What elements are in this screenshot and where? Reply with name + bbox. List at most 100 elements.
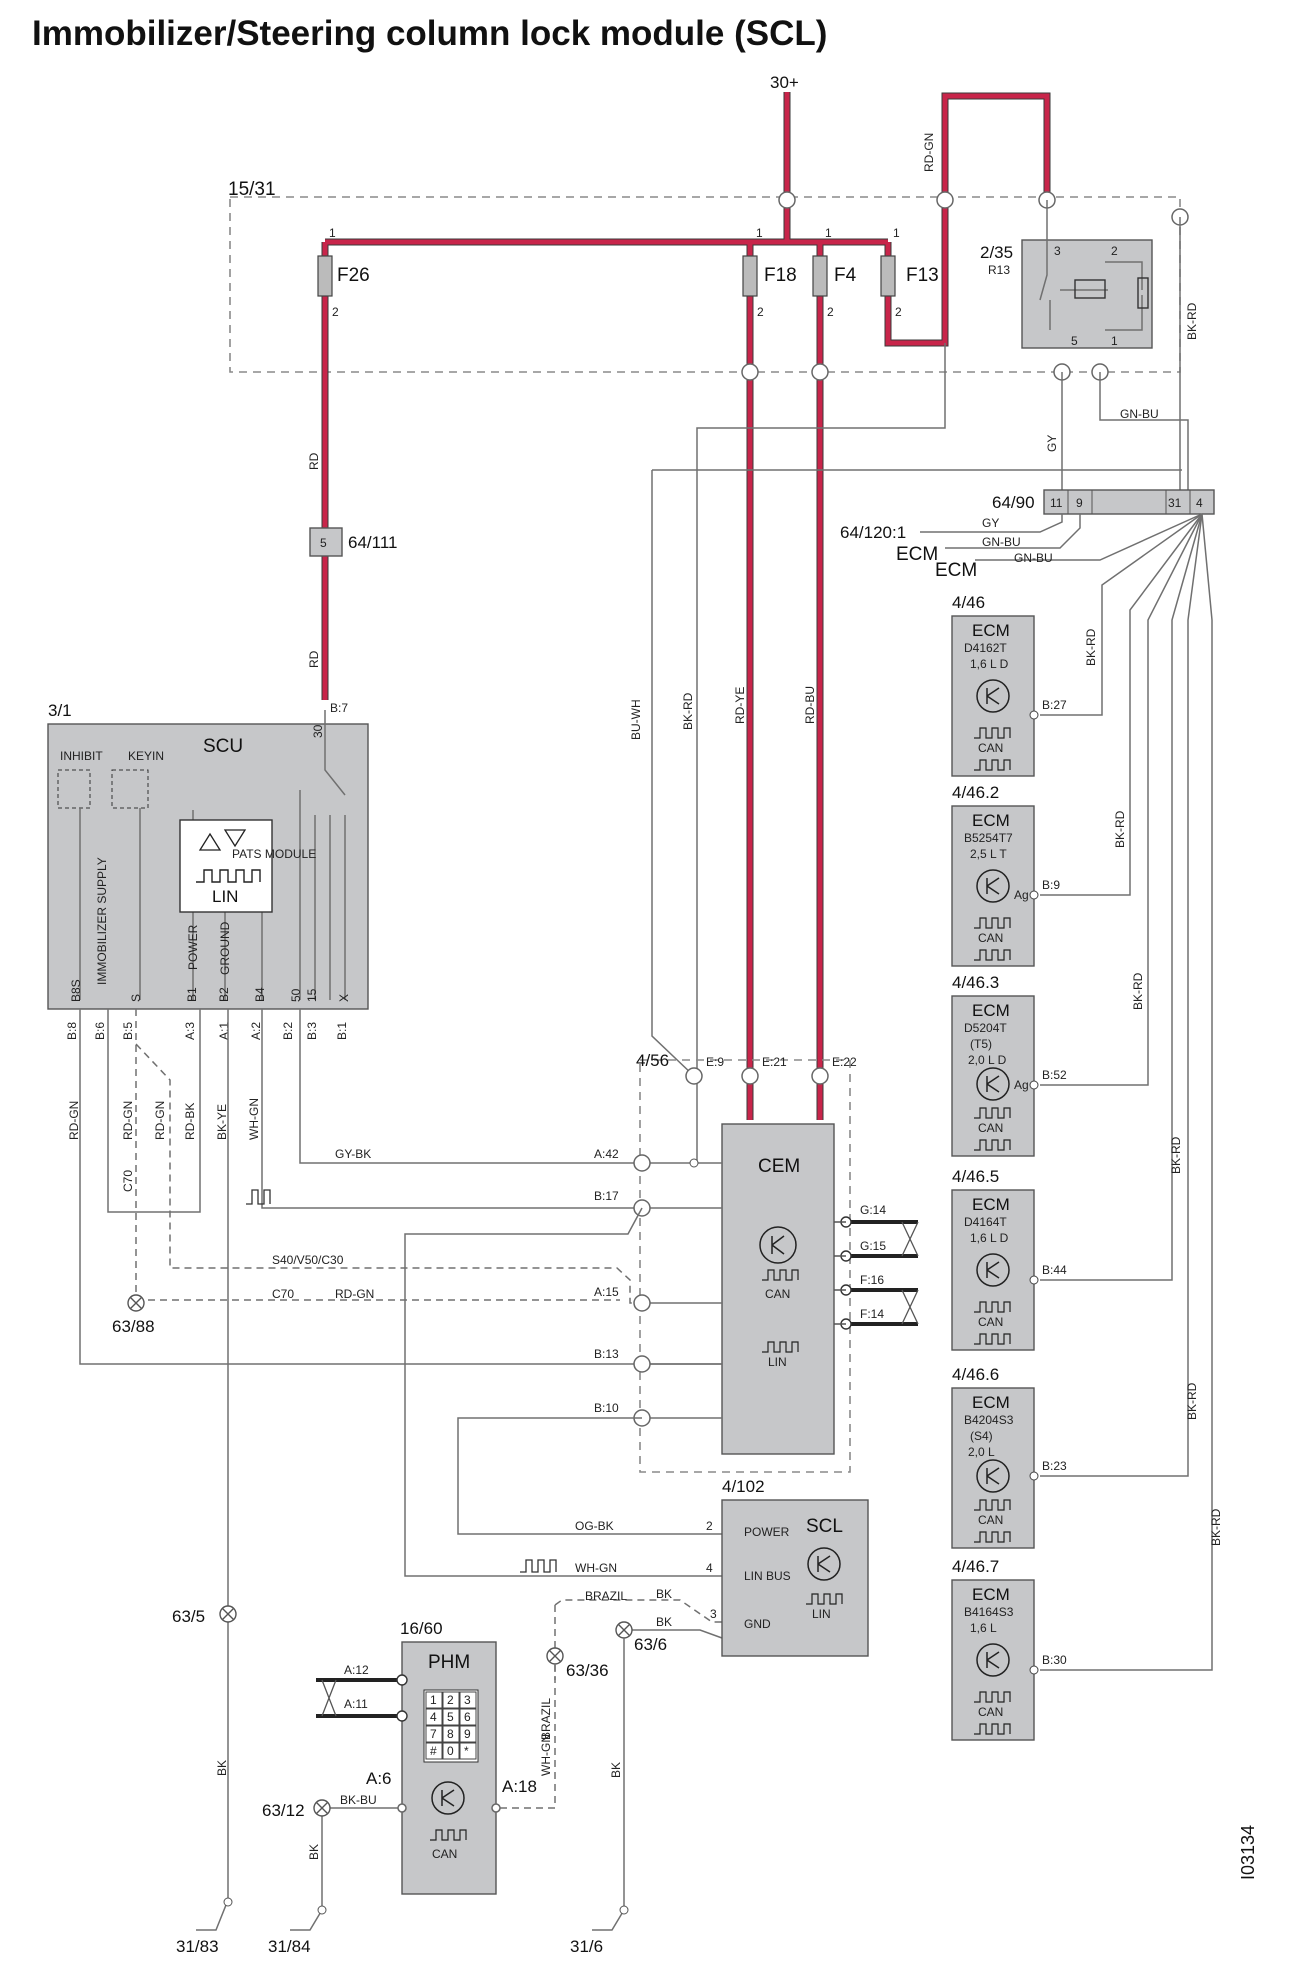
ecm-spec: 1,6 L — [970, 1621, 997, 1635]
scu-inner-b2: B2 — [217, 987, 231, 1002]
ecm-can: CAN — [978, 1121, 1003, 1135]
scu-pin-b6: B:6 — [93, 1022, 107, 1040]
wire-whgn-scl — [404, 1207, 722, 1577]
scl-pin-2: 2 — [706, 1519, 713, 1533]
scu-pin-b5: B:5 — [121, 1022, 135, 1040]
phm-key-label: 5 — [447, 1710, 454, 1724]
power-wires — [321, 92, 1051, 1120]
cem-lin: LIN — [768, 1355, 787, 1369]
label-rdgn-l: RD-GN — [67, 1101, 81, 1140]
ground-63-88: 63/88 — [112, 1294, 155, 1336]
ecm-engine: B4204S3 — [964, 1413, 1014, 1427]
label-rd2: RD — [307, 650, 321, 668]
phm-key-label: * — [464, 1744, 469, 1758]
connector-64-90: 64/90 11 9 31 4 — [992, 489, 1215, 515]
label-gybk: GY-BK — [335, 1147, 371, 1161]
ground-63-6: 63/6 — [615, 1621, 667, 1654]
ecm-id: 4/46.5 — [952, 1167, 999, 1186]
ground-31-84-label: 31/84 — [268, 1937, 311, 1956]
ecm-spec: (S4) — [970, 1429, 993, 1443]
phm-id: 16/60 — [400, 1619, 443, 1638]
ecm-can: CAN — [978, 1315, 1003, 1329]
phm-key — [442, 1742, 460, 1760]
phm-key — [425, 1725, 443, 1743]
ecm-can: CAN — [978, 741, 1003, 755]
wire-fan-ecm2 — [1040, 513, 1203, 896]
label-bk5: BK — [307, 1844, 321, 1860]
phm-pin-a11: A:11 — [344, 1697, 368, 1711]
conn-6490-pin-9: 9 — [1076, 496, 1083, 510]
fuse-f4-pin-in: 1 — [825, 226, 832, 240]
label-30plus: 30+ — [770, 73, 799, 92]
ecm-name: ECM — [972, 1585, 1010, 1604]
ecm-spec: 2,5 L T — [970, 847, 1007, 861]
label-brazil2: BRAZIL — [539, 1698, 553, 1740]
phm-key-label: 6 — [464, 1710, 471, 1724]
ecm-engine: B4164S3 — [964, 1605, 1014, 1619]
scu-pin30: 30 — [311, 724, 325, 738]
label-c70: C70 — [121, 1170, 135, 1192]
label-rdgn-top: RD-GN — [922, 133, 936, 172]
phm-key-label: 7 — [430, 1727, 437, 1741]
wire-scu-b2 — [299, 1009, 638, 1164]
cem-dashed-outline — [639, 1059, 851, 1473]
label-rd1: RD — [307, 452, 321, 470]
ecm-ref-1: ECM — [896, 544, 938, 565]
chassis-ground-316: 31/6 — [570, 1905, 629, 1956]
scu-inner-b1: B1 — [185, 987, 199, 1002]
scl-id: 4/102 — [722, 1477, 765, 1496]
phm-key-label: 0 — [447, 1744, 454, 1758]
ecm-pin: B:27 — [1042, 698, 1067, 712]
cem-pin-b13: B:13 — [594, 1347, 619, 1361]
scu-inhibit: INHIBIT — [60, 749, 103, 763]
node-f4-out — [811, 363, 829, 381]
ecm-can: CAN — [978, 1513, 1003, 1527]
label-ecm-bkrd3: BK-RD — [1131, 972, 1145, 1010]
fuse-f18-pin-in: 1 — [756, 226, 763, 240]
label-gnbu3: GN-BU — [1014, 551, 1053, 565]
wire-to-64120 — [920, 514, 1063, 533]
ecm-engine: D4164T — [964, 1215, 1007, 1229]
node-rdgn — [936, 191, 954, 209]
scl-pin-3: 3 — [710, 1607, 717, 1621]
cem-can: CAN — [765, 1287, 790, 1301]
phm-key-label: # — [430, 1744, 437, 1758]
relay-pin-3: 3 — [1054, 244, 1061, 258]
cem-pin-b10: B:10 — [594, 1401, 619, 1415]
phm-name: PHM — [428, 1652, 470, 1673]
scl-pin-4: 4 — [706, 1561, 713, 1575]
scu-pin-b1: B:1 — [335, 1022, 349, 1040]
cem-pin-f14: F:14 — [860, 1307, 884, 1321]
ecm-spec-2: 2,0 L — [968, 1445, 995, 1459]
scu-pin-b8: B:8 — [65, 1022, 79, 1040]
scu-in: IN — [152, 749, 164, 763]
label-whgn3: WH-GN — [539, 1734, 553, 1776]
ground-31-6-label: 31/6 — [570, 1937, 603, 1956]
cem-id: 4/56 — [636, 1051, 669, 1070]
ecm-ref-64120: 64/120:1 — [840, 523, 906, 542]
phm-key-label: 3 — [464, 1693, 471, 1707]
connector-64-111-id: 64/111 — [348, 533, 397, 552]
node-a42-junction — [689, 1158, 699, 1168]
ground-63-36-label: 63/36 — [566, 1661, 609, 1680]
label-bkye: BK-YE — [215, 1104, 229, 1140]
ecm-id: 4/46.7 — [952, 1557, 999, 1576]
ground-63-5: 63/5 — [172, 1605, 237, 1626]
label-1531: 15/31 — [228, 179, 276, 200]
fuse-f18: 1 2 F18 — [742, 226, 797, 319]
cem-pin-a15: A:15 — [594, 1285, 619, 1299]
node-a42 — [633, 1154, 651, 1172]
ecm-engine: D4162T — [964, 641, 1007, 655]
relay-pin-2: 2 — [1111, 244, 1118, 258]
node-a15 — [633, 1294, 651, 1312]
phm-pin-a12: A:12 — [344, 1663, 369, 1677]
cem-pin-f16: F:16 — [860, 1273, 884, 1287]
fuse-f4: 1 2 F4 — [812, 226, 857, 319]
scu-inner-x: X — [337, 994, 351, 1002]
ground-63-12: 63/12 — [262, 1799, 331, 1820]
cem-pin-b17: B:17 — [594, 1189, 619, 1203]
